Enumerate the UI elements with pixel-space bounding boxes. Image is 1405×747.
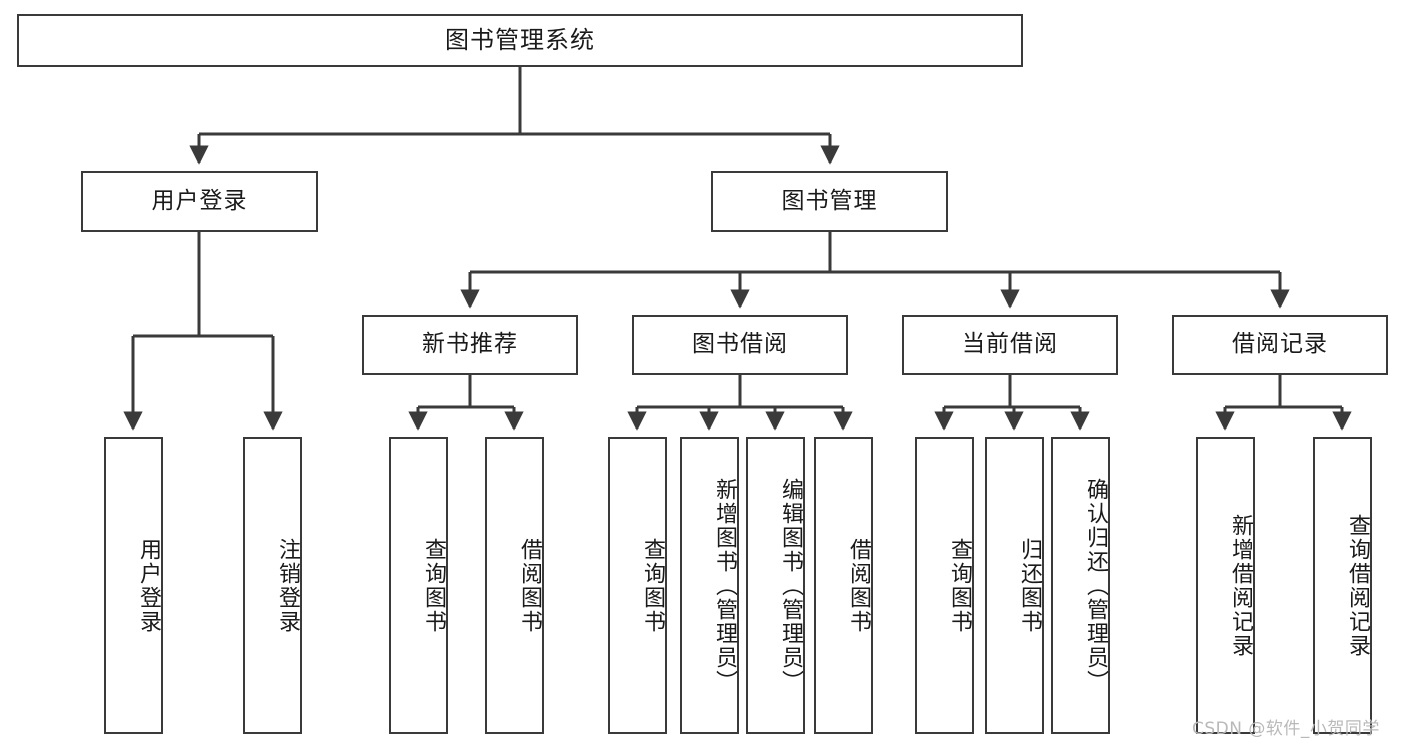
node-leaf-borrow-book-2[interactable]: 借阅图书 <box>814 437 873 734</box>
leaf-label: 确认归还（管理员） <box>1083 477 1108 694</box>
node-root[interactable]: 图书管理系统 <box>17 14 1023 67</box>
leaf-label: 借阅图书 <box>846 537 871 634</box>
node-borrow-record[interactable]: 借阅记录 <box>1172 315 1388 375</box>
node-leaf-edit-book[interactable]: 编辑图书（管理员） <box>746 437 805 734</box>
node-current-borrow[interactable]: 当前借阅 <box>902 315 1118 375</box>
leaf-label: 查询图书 <box>421 537 446 634</box>
leaf-label: 借阅图书 <box>517 537 542 634</box>
leaf-label: 查询图书 <box>640 537 665 634</box>
node-leaf-query-book-2[interactable]: 查询图书 <box>608 437 667 734</box>
node-new-book-recommend[interactable]: 新书推荐 <box>362 315 578 375</box>
leaf-label: 注销登录 <box>275 537 300 634</box>
node-leaf-add-book[interactable]: 新增图书（管理员） <box>680 437 739 734</box>
node-leaf-query-book-3[interactable]: 查询图书 <box>915 437 974 734</box>
watermark-text: CSDN @软件_小贺同学 <box>1192 719 1380 739</box>
leaf-label: 编辑图书（管理员） <box>778 477 803 694</box>
leaf-label: 查询图书 <box>947 537 972 634</box>
node-leaf-borrow-book-1[interactable]: 借阅图书 <box>485 437 544 734</box>
node-leaf-return-book[interactable]: 归还图书 <box>985 437 1044 734</box>
node-user-login[interactable]: 用户登录 <box>81 171 318 232</box>
node-leaf-query-book-1[interactable]: 查询图书 <box>389 437 448 734</box>
node-book-manage[interactable]: 图书管理 <box>711 171 948 232</box>
leaf-label: 新增图书（管理员） <box>712 477 737 694</box>
node-leaf-query-record[interactable]: 查询借阅记录 <box>1313 437 1372 734</box>
leaf-label: 新增借阅记录 <box>1228 513 1253 658</box>
leaf-label: 用户登录 <box>136 537 161 634</box>
node-leaf-logout[interactable]: 注销登录 <box>243 437 302 734</box>
leaf-label: 归还图书 <box>1017 537 1042 634</box>
node-leaf-add-record[interactable]: 新增借阅记录 <box>1196 437 1255 734</box>
leaf-label: 查询借阅记录 <box>1345 513 1370 658</box>
node-book-borrow[interactable]: 图书借阅 <box>632 315 848 375</box>
node-leaf-confirm-return[interactable]: 确认归还（管理员） <box>1051 437 1110 734</box>
node-leaf-user-login[interactable]: 用户登录 <box>104 437 163 734</box>
